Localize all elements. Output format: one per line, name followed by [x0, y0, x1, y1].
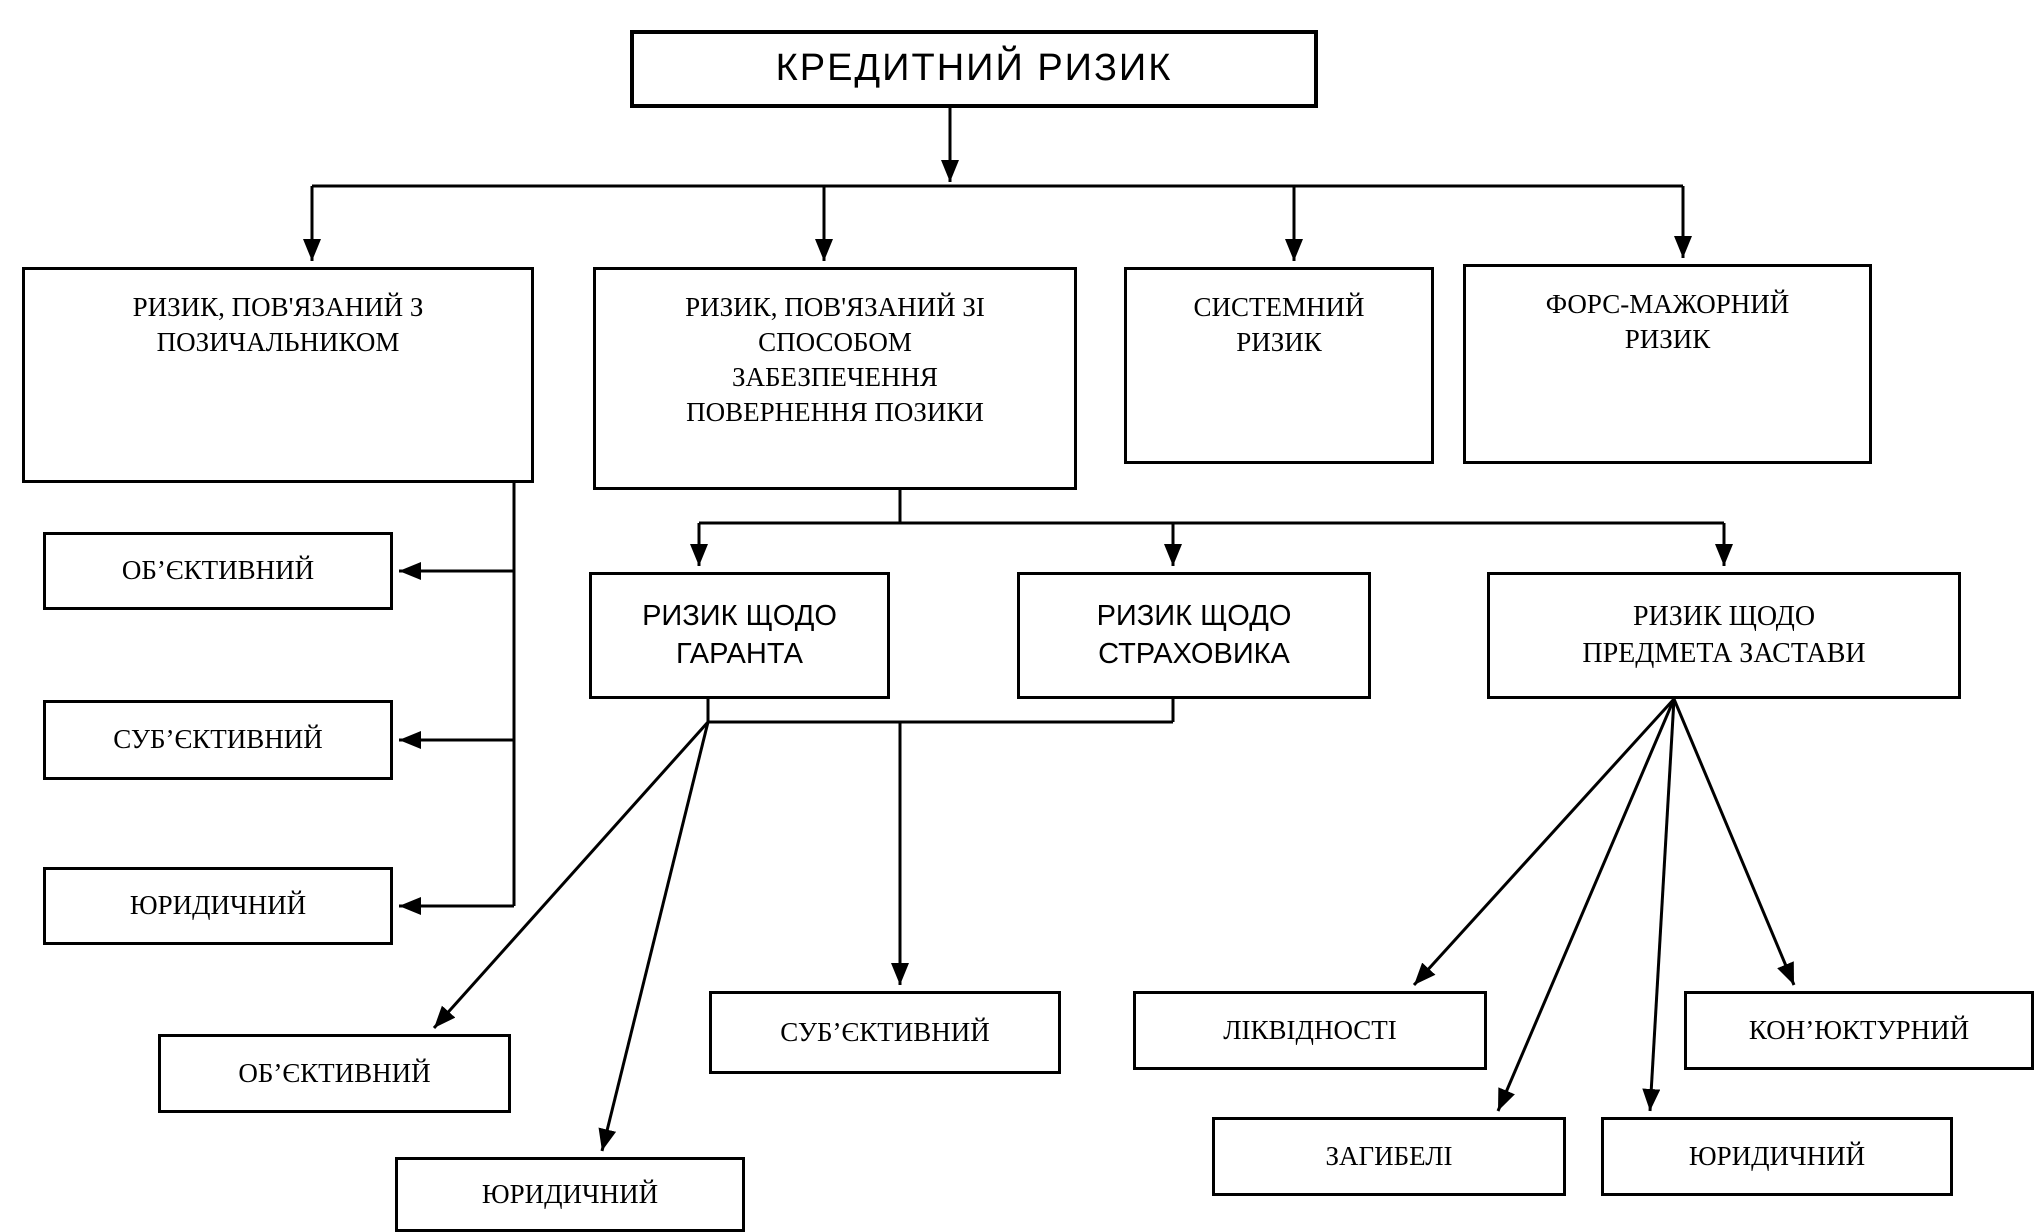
node-collateral-liquidity: ЛІКВІДНОСТІ — [1133, 991, 1487, 1070]
node-borrower-risk: РИЗИК, ПОВ'ЯЗАНИЙ З ПОЗИЧАЛЬНИКОМ — [22, 267, 534, 483]
node-systemic-risk: СИСТЕМНИЙ РИЗИК — [1124, 267, 1434, 464]
node-force-majeure-risk: ФОРС-МАЖОРНИЙ РИЗИК — [1463, 264, 1872, 464]
connector-to-guarantor-legal — [598, 721, 710, 1152]
node-collateral-market: КОН’ЮКТУРНИЙ — [1684, 991, 2034, 1070]
node-guarantor-risk: РИЗИК ЩОДО ГАРАНТА — [589, 572, 890, 699]
node-borrower-subjective: СУБ’ЄКТИВНИЙ — [43, 700, 393, 780]
connector-to-guarantor-objective — [432, 720, 710, 1030]
connector-to-collateral-market — [1672, 698, 1796, 986]
node-collateral-loss: ЗАГИБЕЛІ — [1212, 1117, 1566, 1196]
node-credit-risk: КРЕДИТНИЙ РИЗИК — [630, 30, 1318, 108]
node-guarantor-objective: ОБ’ЄКТИВНИЙ — [158, 1034, 511, 1113]
connector-to-collateral-loss — [1496, 698, 1676, 1112]
node-loan-security-risk: РИЗИК, ПОВ'ЯЗАНИЙ ЗІ СПОСОБОМ ЗАБЕЗПЕЧЕН… — [593, 267, 1077, 490]
node-collateral-legal: ЮРИДИЧНИЙ — [1601, 1117, 1953, 1196]
connector-to-collateral-liquidity — [1412, 697, 1676, 987]
node-insurer-risk: РИЗИК ЩОДО СТРАХОВИКА — [1017, 572, 1371, 699]
node-borrower-objective: ОБ’ЄКТИВНИЙ — [43, 532, 393, 610]
node-subjective-shared: СУБ’ЄКТИВНИЙ — [709, 991, 1061, 1074]
node-collateral-risk: РИЗИК ЩОДО ПРЕДМЕТА ЗАСТАВИ — [1487, 572, 1961, 699]
connector-to-collateral-legal — [1642, 698, 1676, 1112]
node-guarantor-legal: ЮРИДИЧНИЙ — [395, 1157, 745, 1232]
node-borrower-legal: ЮРИДИЧНИЙ — [43, 867, 393, 945]
